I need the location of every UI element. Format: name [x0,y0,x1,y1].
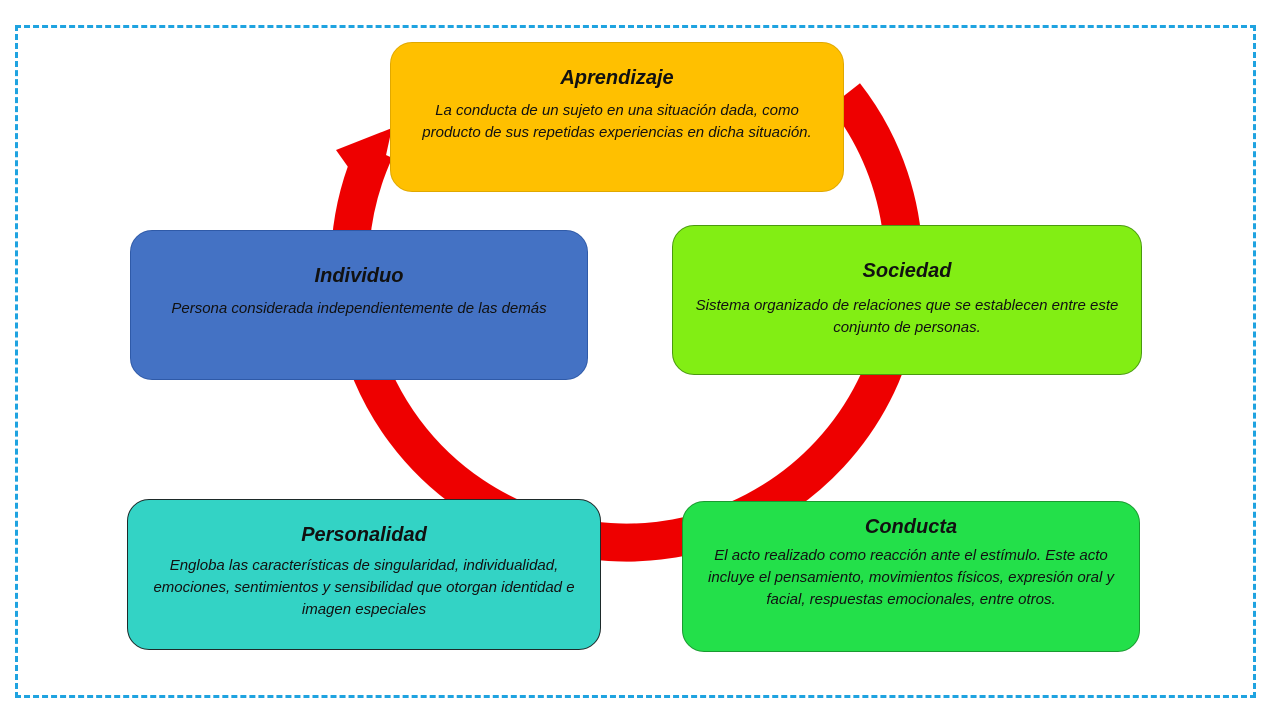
cycle-arrowhead [336,128,392,205]
node-title: Aprendizaje [560,67,674,89]
node-personalidad: Personalidad Engloba las características… [127,499,601,650]
node-description: La conducta de un sujeto en una situació… [422,102,812,141]
node-title: Conducta [864,516,958,538]
node-title: Sociedad [862,260,952,282]
node-conducta: Conducta El acto realizado como reacción… [682,501,1140,652]
node-sociedad: Sociedad Sistema organizado de relacione… [672,225,1142,375]
node-aprendizaje: Aprendizaje La conducta de un sujeto en … [390,42,844,192]
node-title: Individuo [314,265,404,287]
node-description: Persona considerada independientemente d… [171,300,547,317]
dashed-frame [15,25,1256,698]
node-description: El acto realizado como reacción ante el … [707,547,1115,608]
node-description: Engloba las características de singulari… [153,557,575,618]
node-individuo: Individuo Persona considerada independie… [130,230,588,380]
node-title: Personalidad [301,524,427,546]
node-description: Sistema organizado de relaciones que se … [695,297,1119,336]
